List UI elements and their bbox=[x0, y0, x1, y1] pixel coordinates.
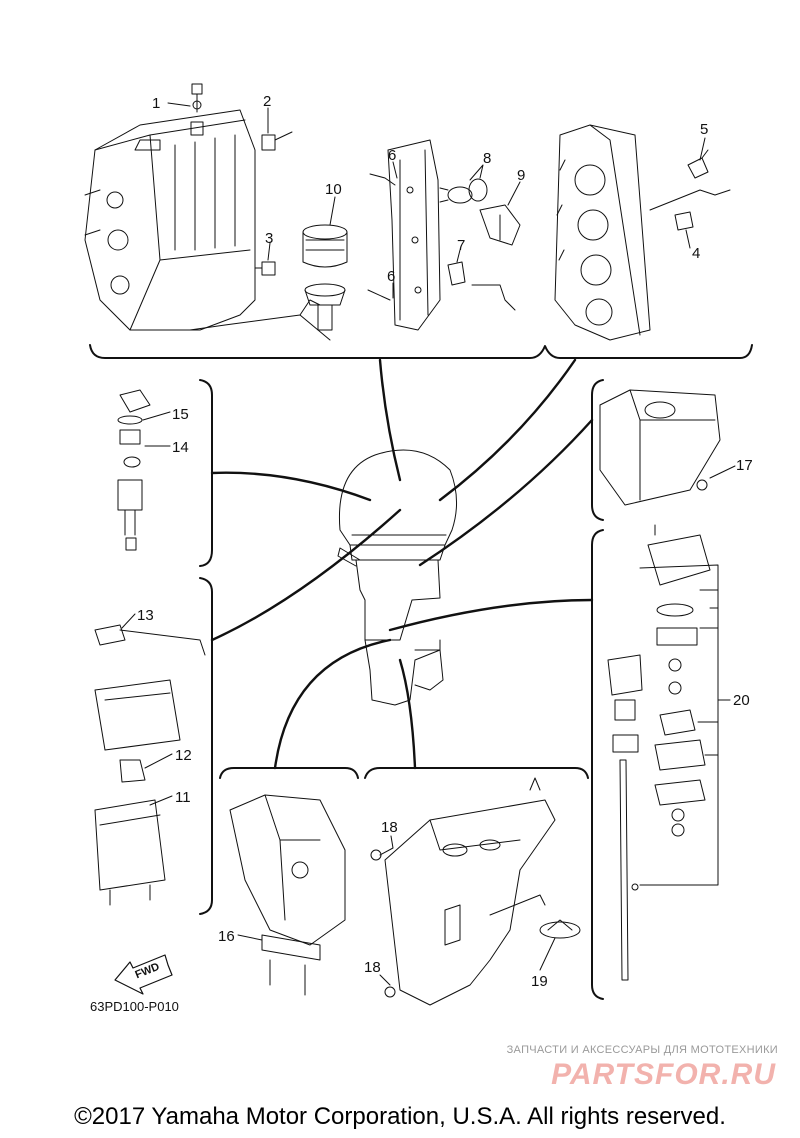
callout-14: 14 bbox=[172, 439, 189, 456]
callout-11: 11 bbox=[175, 789, 191, 806]
callout-13: 13 bbox=[137, 607, 154, 624]
callout-6-lower: 6 bbox=[387, 268, 395, 285]
callout-12: 12 bbox=[175, 747, 192, 764]
sensor-part-7 bbox=[447, 261, 516, 311]
oil-filter-drawing bbox=[302, 224, 348, 331]
callout-1: 1 bbox=[152, 95, 160, 112]
watermark-tagline: ЗАПЧАСТИ И АКСЕССУАРЫ ДЛЯ МОТОТЕХНИКИ bbox=[506, 1044, 778, 1056]
callout-20: 20 bbox=[733, 692, 750, 709]
callout-5: 5 bbox=[700, 121, 708, 138]
callout-9: 9 bbox=[517, 167, 525, 184]
left-upper-bracket bbox=[199, 379, 213, 567]
water-pump-drawing bbox=[607, 524, 711, 981]
upper-casing-drawing bbox=[229, 794, 346, 996]
cylinder-block-drawing bbox=[84, 109, 331, 341]
callout-3: 3 bbox=[265, 230, 273, 247]
fuel-filter-drawing bbox=[117, 389, 151, 551]
bottom-left-bracket bbox=[219, 767, 359, 779]
sensor-part-5 bbox=[687, 149, 709, 179]
callout-6-upper: 6 bbox=[388, 147, 396, 164]
top-bracket bbox=[89, 344, 753, 359]
oil-pan-drawing bbox=[599, 389, 721, 506]
callout-18-upper: 18 bbox=[381, 819, 398, 836]
cover-part-9 bbox=[479, 204, 521, 246]
copyright-notice: ©2017 Yamaha Motor Corporation, U.S.A. A… bbox=[74, 1103, 726, 1130]
callout-8: 8 bbox=[483, 150, 491, 167]
callout-10: 10 bbox=[325, 181, 342, 198]
thermostat-part-8 bbox=[439, 178, 488, 204]
left-lower-bracket bbox=[199, 577, 213, 915]
leader-lines bbox=[210, 358, 594, 770]
switch-part-4 bbox=[674, 211, 694, 231]
callout-15: 15 bbox=[172, 406, 189, 423]
right-lower-bracket bbox=[591, 529, 604, 1000]
watermark-logo: PARTSFOR.RU bbox=[551, 1058, 776, 1091]
callout-7: 7 bbox=[457, 237, 465, 254]
part-20-group-bracket bbox=[639, 564, 719, 886]
plug-part-3 bbox=[254, 261, 276, 276]
bottom-right-bracket bbox=[364, 767, 589, 779]
exhaust-cover-drawing bbox=[367, 139, 441, 331]
fwd-arrow bbox=[114, 954, 173, 995]
vapor-separator-drawing bbox=[94, 624, 206, 906]
bracket-part-2 bbox=[261, 131, 293, 151]
lower-unit-drawing bbox=[370, 777, 581, 1006]
bolt-part-1 bbox=[190, 83, 204, 136]
diagram-code: 63PD100-P010 bbox=[90, 999, 179, 1014]
right-upper-bracket bbox=[591, 379, 604, 521]
cylinder-head-drawing bbox=[554, 124, 731, 341]
callout-19: 19 bbox=[531, 973, 548, 990]
callout-4: 4 bbox=[692, 245, 700, 262]
callout-18-lower: 18 bbox=[364, 959, 381, 976]
outboard-motor-silhouette bbox=[337, 449, 457, 706]
fwd-label: FWD bbox=[133, 961, 161, 982]
callout-17: 17 bbox=[736, 457, 753, 474]
callout-16: 16 bbox=[218, 928, 235, 945]
callout-2: 2 bbox=[263, 93, 271, 110]
callout-leaders bbox=[121, 102, 736, 986]
